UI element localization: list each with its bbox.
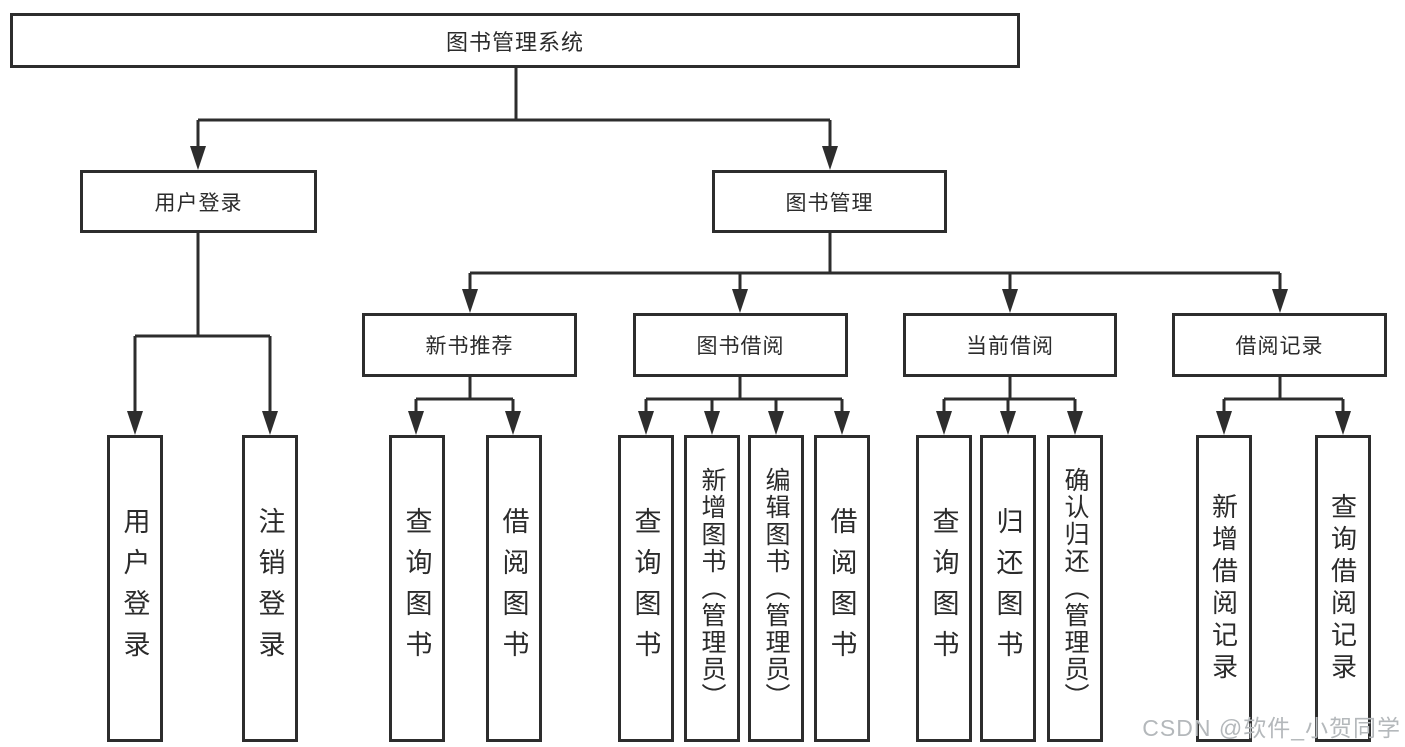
arrowhead-icon — [768, 411, 784, 435]
arrowhead-icon — [936, 411, 952, 435]
arrowhead-icon — [1067, 411, 1083, 435]
arrowhead-icon — [190, 146, 206, 170]
leaf-borrow-books-action: 借阅图书 — [814, 435, 870, 742]
arrowhead-icon — [704, 411, 720, 435]
arrowhead-icon — [462, 289, 478, 313]
leaf-query-borrow-record: 查询借阅记录 — [1315, 435, 1371, 742]
node-book-borrow: 图书借阅 — [633, 313, 848, 377]
arrowhead-icon — [1335, 411, 1351, 435]
node-book-management: 图书管理 — [712, 170, 947, 233]
leaf-logout-action: 注销登录 — [242, 435, 298, 742]
arrowhead-icon — [1216, 411, 1232, 435]
arrowhead-icon — [505, 411, 521, 435]
arrowhead-icon — [1000, 411, 1016, 435]
leaf-add-borrow-record: 新增借阅记录 — [1196, 435, 1252, 742]
arrowhead-icon — [1002, 289, 1018, 313]
node-current-borrow: 当前借阅 — [903, 313, 1117, 377]
arrowhead-icon — [262, 411, 278, 435]
leaf-edit-book-admin: 编辑图书（管理员） — [748, 435, 804, 742]
node-new-book-recommend: 新书推荐 — [362, 313, 577, 377]
leaf-return-books: 归还图书 — [980, 435, 1036, 742]
node-borrow-records: 借阅记录 — [1172, 313, 1387, 377]
leaf-user-login-action: 用户登录 — [107, 435, 163, 742]
arrowhead-icon — [408, 411, 424, 435]
arrowhead-icon — [1272, 289, 1288, 313]
arrowhead-icon — [638, 411, 654, 435]
leaf-borrow-books-recommend: 借阅图书 — [486, 435, 542, 742]
node-library-management-system: 图书管理系统 — [10, 13, 1020, 68]
leaf-query-books-borrow: 查询图书 — [618, 435, 674, 742]
csdn-watermark: CSDN @软件_小贺同学 — [1142, 715, 1401, 741]
leaf-query-books-recommend: 查询图书 — [389, 435, 445, 742]
leaf-query-books-current: 查询图书 — [916, 435, 972, 742]
node-user-login: 用户登录 — [80, 170, 317, 233]
leaf-add-book-admin: 新增图书（管理员） — [684, 435, 740, 742]
arrowhead-icon — [127, 411, 143, 435]
arrowhead-icon — [822, 146, 838, 170]
arrowhead-icon — [732, 289, 748, 313]
leaf-confirm-return-admin: 确认归还（管理员） — [1047, 435, 1103, 742]
arrowhead-icon — [834, 411, 850, 435]
